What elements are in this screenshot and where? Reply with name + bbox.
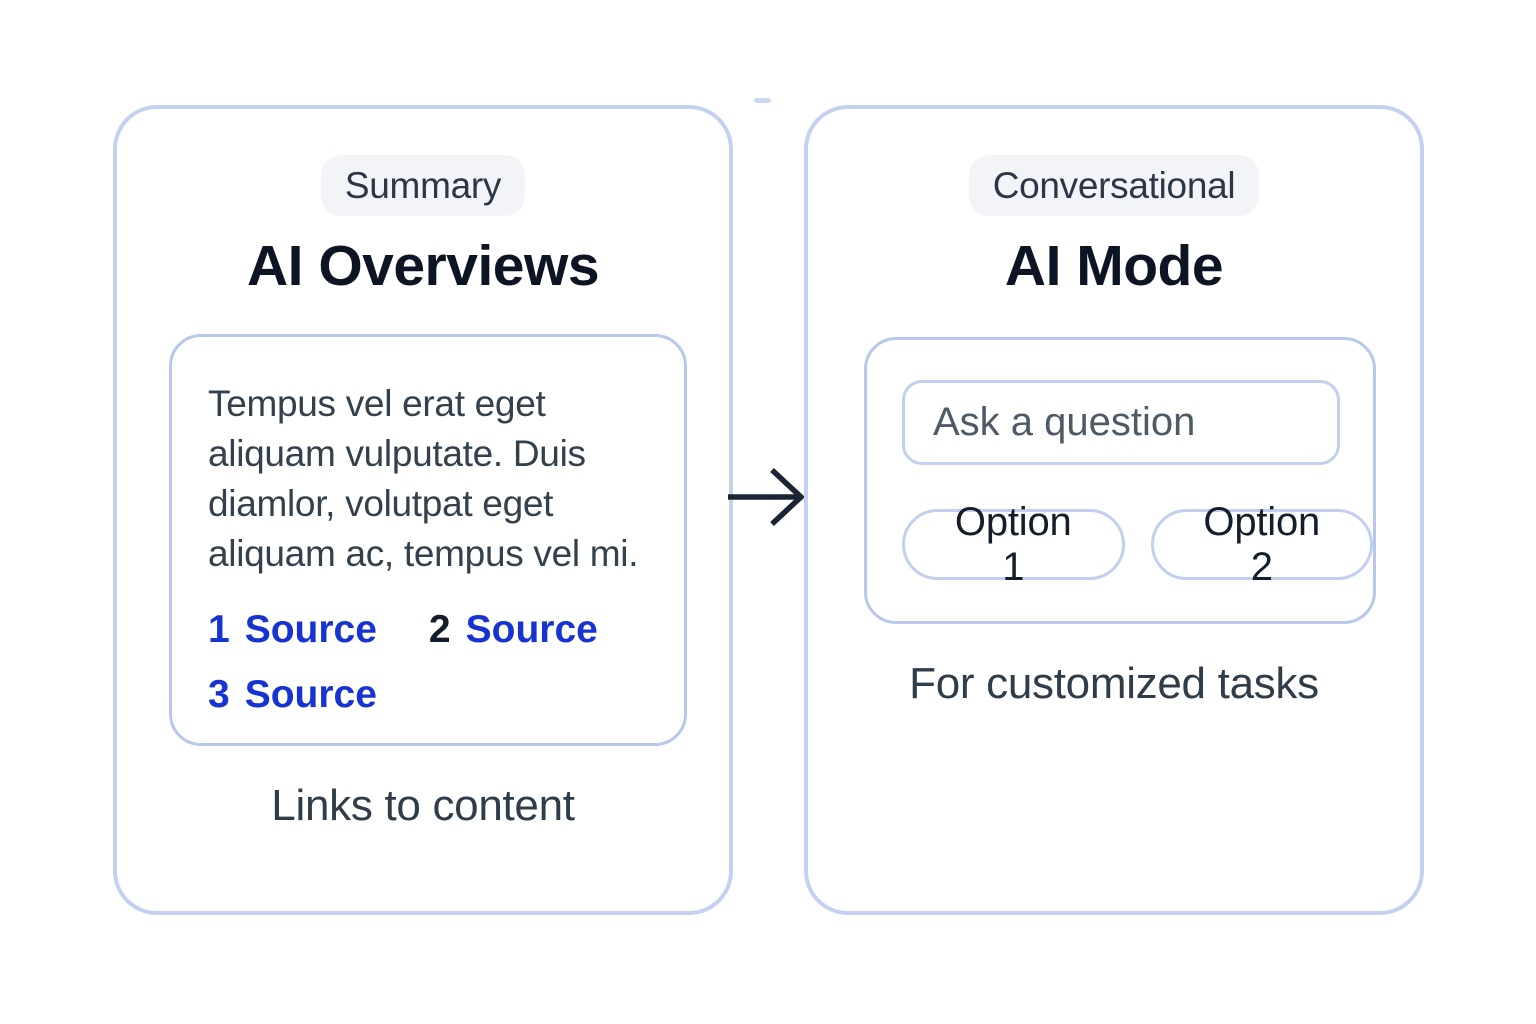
- ai-mode-title: AI Mode: [1004, 234, 1224, 298]
- source-number: 1: [208, 608, 230, 651]
- option-2-button[interactable]: Option 2: [1150, 500, 1373, 589]
- overview-snippet-panel: Tempus vel erat eget aliquam vulputate. …: [169, 334, 687, 746]
- for-customized-tasks-caption: For customized tasks: [909, 659, 1319, 708]
- snippet-text-line: aliquam ac, tempus vel mi.: [208, 533, 639, 574]
- source-number: 2: [428, 608, 451, 651]
- conversational-badge: Conversational: [968, 155, 1260, 216]
- source-link-2[interactable]: 2 Source: [429, 605, 598, 655]
- source-number: 3: [208, 673, 230, 716]
- summary-badge: Summary: [320, 155, 526, 216]
- top-dash-decoration: [754, 98, 771, 103]
- snippet-text-line: diamlor, volutpat eget: [208, 483, 554, 524]
- ai-mode-panel: Option 1 Option 2: [864, 337, 1376, 624]
- source-label: Source: [244, 608, 377, 651]
- links-to-content-caption: Links to content: [271, 781, 575, 830]
- ai-mode-card: Conversational AI Mode Option 1 Option 2…: [804, 105, 1424, 915]
- option-1-button[interactable]: Option 1: [902, 500, 1125, 589]
- snippet-text-line: Tempus vel erat eget: [208, 383, 546, 424]
- options-row: Option 1 Option 2: [902, 500, 1373, 589]
- source-label: Source: [244, 673, 377, 716]
- source-label: Source: [465, 608, 598, 651]
- snippet-text-line: aliquam vulputate. Duis: [208, 433, 586, 474]
- source-link-1[interactable]: 1 Source: [208, 605, 377, 655]
- right-arrow-icon: [720, 454, 812, 540]
- source-link-3[interactable]: 3 Source: [208, 670, 377, 720]
- ask-question-input[interactable]: [902, 380, 1340, 465]
- ai-overviews-card: Summary AI Overviews Tempus vel erat ege…: [113, 105, 733, 915]
- ai-overviews-title: AI Overviews: [246, 234, 600, 298]
- source-links-row: 1 Source 2 Source: [208, 605, 648, 655]
- source-links-row: 3 Source: [208, 670, 648, 720]
